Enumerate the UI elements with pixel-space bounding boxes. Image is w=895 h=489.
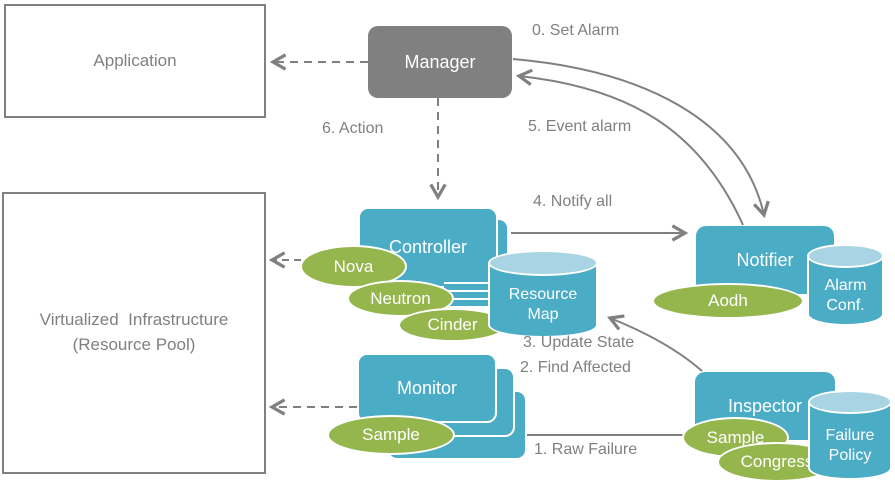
resource-map-label-line1: Resource bbox=[508, 286, 578, 303]
flow-label-set-alarm: 0. Set Alarm bbox=[532, 22, 620, 39]
alarm-conf-cylinder-top bbox=[807, 244, 884, 268]
alarm-conf-label-line1: Alarm bbox=[824, 277, 867, 294]
flow-label-update-state: 3. Update State bbox=[523, 334, 635, 351]
inspector-sample-label: Sample bbox=[706, 427, 765, 447]
failure-policy-label-line2: Policy bbox=[828, 447, 872, 464]
aodh-label: Aodh bbox=[708, 291, 748, 310]
failure-policy-label-line1: Failure bbox=[825, 427, 875, 444]
cinder-label: Cinder bbox=[427, 315, 478, 334]
flow-label-event-alarm: 5. Event alarm bbox=[528, 118, 632, 135]
alarm-conf-cylinder: Alarm Conf. bbox=[807, 244, 884, 326]
virtualized-infrastructure-label-line2: (Resource Pool) bbox=[72, 335, 196, 354]
failure-policy-cylinder-top bbox=[808, 390, 892, 414]
resource-map-label-line2: Map bbox=[527, 306, 559, 323]
alarm-conf-label: Alarm Conf. bbox=[807, 270, 884, 322]
virtualized-infrastructure-box: Virtualized Infrastructure (Resource Poo… bbox=[2, 192, 266, 474]
manager-label: Manager bbox=[404, 51, 476, 72]
monitor-label: Monitor bbox=[396, 377, 458, 398]
resource-map-label: Resource Map bbox=[488, 276, 598, 334]
nova-label: Nova bbox=[333, 256, 374, 276]
monitor-sample-ellipse: Sample bbox=[327, 415, 455, 455]
neutron-label: Neutron bbox=[370, 288, 431, 308]
manager-box: Manager bbox=[368, 26, 512, 98]
resource-map-cylinder: Resource Map bbox=[488, 250, 598, 338]
flow-label-raw-failure: 1. Raw Failure bbox=[534, 441, 638, 458]
monitor-box: Monitor bbox=[357, 353, 497, 423]
resource-map-cylinder-top bbox=[488, 250, 598, 276]
controller-label: Controller bbox=[388, 237, 468, 257]
aodh-ellipse: Aodh bbox=[652, 283, 804, 319]
congress-label: Congress bbox=[740, 452, 814, 471]
application-label: Application bbox=[93, 51, 177, 70]
alarm-conf-label-line2: Conf. bbox=[826, 297, 865, 314]
virtualized-infrastructure-label-line1: Virtualized Infrastructure bbox=[39, 310, 229, 330]
flow-label-action: 6. Action bbox=[322, 120, 384, 137]
flow-label-notify-all: 4. Notify all bbox=[533, 193, 613, 210]
inspector-label: Inspector bbox=[727, 395, 803, 416]
cinder-ellipse: Cinder bbox=[398, 308, 507, 342]
monitor-sample-label: Sample bbox=[362, 425, 420, 444]
alarm-conf-cylinder-body bbox=[807, 256, 884, 314]
arrow-set-alarm-curve bbox=[512, 58, 770, 219]
failure-policy-label: Failure Policy bbox=[808, 416, 892, 476]
application-box: Application bbox=[4, 4, 266, 118]
flow-label-find-affected: 2. Find Affected bbox=[520, 359, 631, 376]
failure-policy-cylinder: Failure Policy bbox=[808, 390, 892, 480]
notifier-label: Notifier bbox=[736, 249, 794, 270]
